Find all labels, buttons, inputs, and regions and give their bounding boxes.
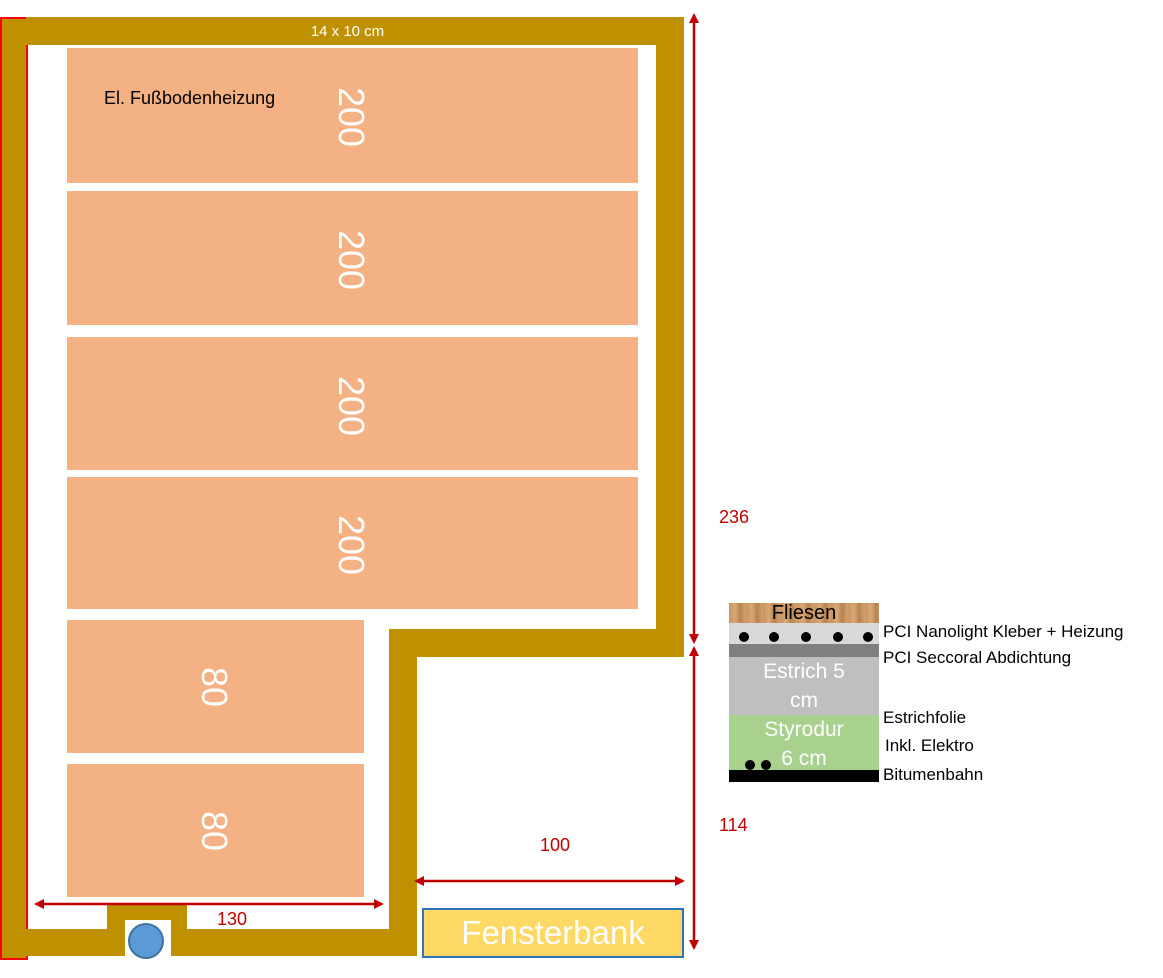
heating-mat-6 xyxy=(67,764,364,897)
layer-insulation-label: Styrodur 6 cm xyxy=(764,718,844,770)
label-foil: Estrichfolie xyxy=(883,708,967,727)
window-sill-label: Fensterbank xyxy=(461,914,645,951)
heating-cable-dot xyxy=(739,632,749,642)
heating-mat-5 xyxy=(67,620,364,753)
layer-bitumen xyxy=(729,770,879,782)
step-wall xyxy=(389,629,684,657)
left-wall-red xyxy=(0,17,28,960)
lower-height-label: 114 xyxy=(719,815,748,835)
heating-cable-dot xyxy=(801,632,811,642)
layer-tiles-label: Fliesen xyxy=(771,602,837,624)
bottom-wall xyxy=(26,929,417,956)
right-wall xyxy=(656,17,684,657)
mat-gap xyxy=(67,609,87,620)
wall-size-label: 14 x 10 cm xyxy=(310,23,385,40)
mat-gap xyxy=(85,325,638,337)
heating-cable-dot xyxy=(863,632,873,642)
layer-sealing xyxy=(729,644,879,657)
inner-vertical-wall xyxy=(389,629,417,956)
heating-mat-1 xyxy=(67,48,638,183)
top-wall xyxy=(26,17,684,45)
heating-cable-dot xyxy=(833,632,843,642)
layer-screed-label: Estrich 5 cm xyxy=(763,660,845,712)
drain-icon xyxy=(128,923,164,959)
label-bitumen: Bitumenbahn xyxy=(883,765,984,784)
electro-dot xyxy=(745,760,755,770)
label-electro: Inkl. Elektro xyxy=(885,736,974,755)
window-width-label: 100 xyxy=(540,835,571,855)
bottom-width-label: 130 xyxy=(217,909,248,929)
layer-insulation: Styrodur 6 cm xyxy=(729,715,879,770)
heating-label: El. Fußbodenheizung xyxy=(104,88,276,108)
label-adhesive: PCI Nanolight Kleber + Heizung xyxy=(883,622,1124,641)
heating-cable-dot xyxy=(769,632,779,642)
upper-height-label: 236 xyxy=(719,507,750,527)
label-sealing: PCI Seccoral Abdichtung xyxy=(883,648,1072,667)
electro-dot xyxy=(761,760,771,770)
heating-mat-3 xyxy=(67,337,638,470)
mat-gap xyxy=(67,470,619,477)
mat-gap xyxy=(67,183,619,191)
layer-tiles: Fliesen xyxy=(729,602,879,624)
layer-screed: Estrich 5 cm xyxy=(729,657,879,715)
heating-mat-4 xyxy=(67,477,638,609)
window-sill: Fensterbank xyxy=(422,908,684,958)
mat-gap xyxy=(67,753,346,764)
heating-mat-2 xyxy=(67,191,638,325)
